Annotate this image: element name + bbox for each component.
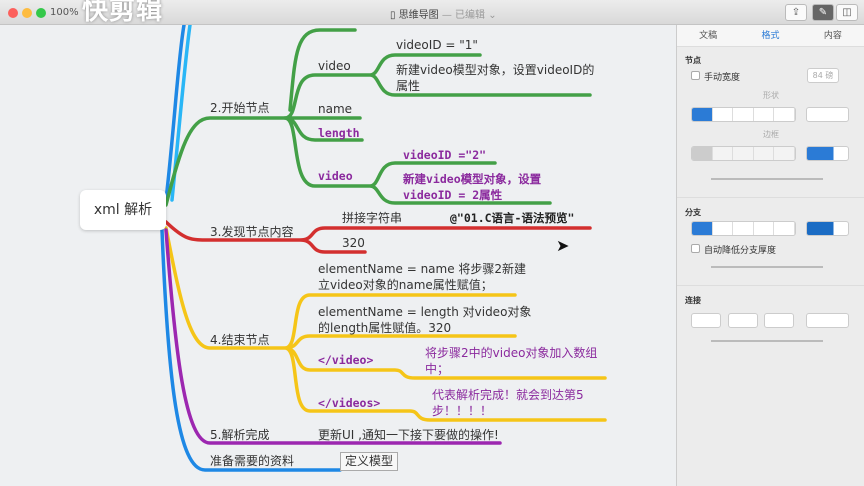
border-style-selector[interactable] bbox=[691, 146, 796, 161]
branch-purple bbox=[164, 228, 502, 445]
node-videoid-2[interactable]: videoID ="2" bbox=[403, 148, 487, 162]
node-update-ui[interactable]: 更新UI ,通知一下接下要做的操作! bbox=[318, 428, 499, 442]
border-color-well[interactable] bbox=[806, 146, 849, 161]
node-video-2[interactable]: video bbox=[318, 169, 353, 183]
branch-blue-top bbox=[164, 25, 186, 202]
video1-desc-line2: 属性 bbox=[396, 79, 421, 93]
auto-thin-label: 自动降低分支厚度 bbox=[704, 246, 777, 256]
branch-red bbox=[164, 220, 592, 254]
divider bbox=[677, 285, 864, 286]
fill-color-well[interactable] bbox=[806, 107, 849, 122]
node-end-video-desc[interactable]: 将步骤2中的video对象加入数组中； bbox=[425, 345, 597, 377]
node-end-videos-desc[interactable]: 代表解析完成！就会到达第5 步！！！！ bbox=[432, 387, 584, 419]
tab-document[interactable]: 文稿 bbox=[699, 31, 718, 41]
node-elementname-name[interactable]: elementName = name 将步骤2新建立video对象的name属性… bbox=[318, 261, 526, 293]
divider bbox=[677, 197, 864, 198]
tab-format[interactable]: 格式 bbox=[761, 31, 780, 41]
node-section-title: 节点 bbox=[685, 56, 701, 65]
node-concat-value[interactable]: @"01.C语言-语法预览" bbox=[450, 211, 575, 225]
node-length[interactable]: length bbox=[318, 126, 360, 140]
connection-select-3[interactable] bbox=[764, 313, 794, 328]
sidebar-icon[interactable]: ◫ bbox=[836, 4, 858, 21]
elementname-name-line1: elementName = name 将步骤2新建 bbox=[318, 262, 527, 276]
branch-green-children bbox=[283, 28, 592, 205]
node-prepare[interactable]: 准备需要的资料 bbox=[210, 454, 295, 468]
node-video2-desc[interactable]: 新建video模型对象，设置 videoID = 2属性 bbox=[403, 171, 541, 203]
watermark-logo: 快剪辑 bbox=[82, 0, 164, 26]
title-bar: 100% 快剪辑 ▯ 思维导图 — 已编辑 ⌄ ⇪ ✎ ◫ bbox=[0, 0, 864, 26]
video2-desc-line2: videoID = 2属性 bbox=[403, 188, 503, 202]
manual-width-label: 手动宽度 bbox=[704, 73, 741, 83]
width-field[interactable]: 84 磅 bbox=[807, 68, 839, 83]
node-video-1[interactable]: video bbox=[318, 59, 351, 73]
video1-desc-line1: 新建video模型对象，设置videoID的 bbox=[396, 63, 595, 77]
node-name[interactable]: name bbox=[318, 102, 353, 116]
elementname-name-line2: 立video对象的name属性赋值； bbox=[318, 278, 493, 292]
node-concat[interactable]: 拼接字符串 bbox=[342, 211, 403, 225]
node-parse-done[interactable]: 5.解析完成 bbox=[210, 428, 270, 442]
shape-label: 形状 bbox=[763, 91, 779, 100]
node-end[interactable]: 4.结束节点 bbox=[210, 333, 270, 347]
connection-select-2[interactable] bbox=[728, 313, 758, 328]
node-videoid-1[interactable]: videoID = "1" bbox=[396, 38, 478, 52]
border-width-slider[interactable] bbox=[711, 178, 823, 180]
connection-select-1[interactable] bbox=[691, 313, 721, 328]
connection-width-slider[interactable] bbox=[711, 340, 823, 342]
zoom-level[interactable]: 100% bbox=[50, 7, 79, 18]
connection-section-title: 连接 bbox=[685, 296, 701, 305]
format-sidebar: 文稿 格式 内容 节点 手动宽度 84 磅 形状 边框 分支 自动降低分支厚度 … bbox=[676, 25, 864, 486]
end-videos-desc-line1: 代表解析完成！就会到达第5 bbox=[432, 388, 584, 402]
border-label: 边框 bbox=[763, 130, 779, 139]
node-320[interactable]: 320 bbox=[342, 236, 365, 250]
branch-section-title: 分支 bbox=[685, 208, 701, 217]
connection-color-well[interactable] bbox=[806, 313, 849, 328]
minimize-button[interactable] bbox=[22, 8, 32, 18]
mouse-cursor-icon: ➤ bbox=[556, 236, 570, 255]
node-start[interactable]: 2.开始节点 bbox=[210, 101, 270, 115]
zoom-button[interactable] bbox=[36, 8, 46, 18]
root-node[interactable]: xml 解析 bbox=[80, 190, 166, 230]
elementname-length-line1: elementName = length 对video对象 bbox=[318, 305, 532, 319]
end-video-desc-line2: 中； bbox=[425, 362, 450, 376]
node-define-model[interactable]: 定义模型 bbox=[340, 452, 399, 471]
elementname-length-line2: 的length属性赋值。320 bbox=[318, 321, 452, 335]
branch-color-well[interactable] bbox=[806, 221, 849, 236]
branch-style-selector[interactable] bbox=[691, 221, 796, 236]
manual-width-checkbox[interactable] bbox=[691, 71, 700, 80]
brush-icon[interactable]: ✎ bbox=[812, 4, 834, 21]
video2-desc-line1: 新建video模型对象，设置 bbox=[403, 172, 542, 186]
node-end-videos[interactable]: </videos> bbox=[318, 396, 381, 410]
node-end-video[interactable]: </video> bbox=[318, 353, 374, 367]
branch-green bbox=[164, 116, 287, 207]
doc-icon: ▯ bbox=[390, 10, 399, 21]
share-icon[interactable]: ⇪ bbox=[785, 4, 807, 21]
document-title[interactable]: ▯ 思维导图 — 已编辑 ⌄ bbox=[390, 10, 497, 21]
branch-blue-bottom bbox=[160, 228, 342, 472]
mindmap-canvas[interactable]: xml 解析 2.开始节点 video videoID = "1" 新建vide… bbox=[0, 25, 676, 486]
branch-lines bbox=[160, 25, 607, 472]
tab-content[interactable]: 内容 bbox=[823, 31, 842, 41]
branch-yellow bbox=[164, 226, 607, 422]
branch-width-slider[interactable] bbox=[711, 266, 823, 268]
close-button[interactable] bbox=[8, 8, 18, 18]
end-video-desc-line1: 将步骤2中的video对象加入数组 bbox=[425, 346, 598, 360]
node-found[interactable]: 3.发现节点内容 bbox=[210, 225, 294, 239]
node-video1-desc[interactable]: 新建video模型对象，设置videoID的属性 bbox=[396, 62, 594, 94]
auto-thin-checkbox[interactable] bbox=[691, 244, 700, 253]
end-videos-desc-line2: 步！！！！ bbox=[432, 404, 493, 418]
shape-selector[interactable] bbox=[691, 107, 796, 122]
node-elementname-length[interactable]: elementName = length 对video对象的length属性赋值… bbox=[318, 304, 531, 336]
